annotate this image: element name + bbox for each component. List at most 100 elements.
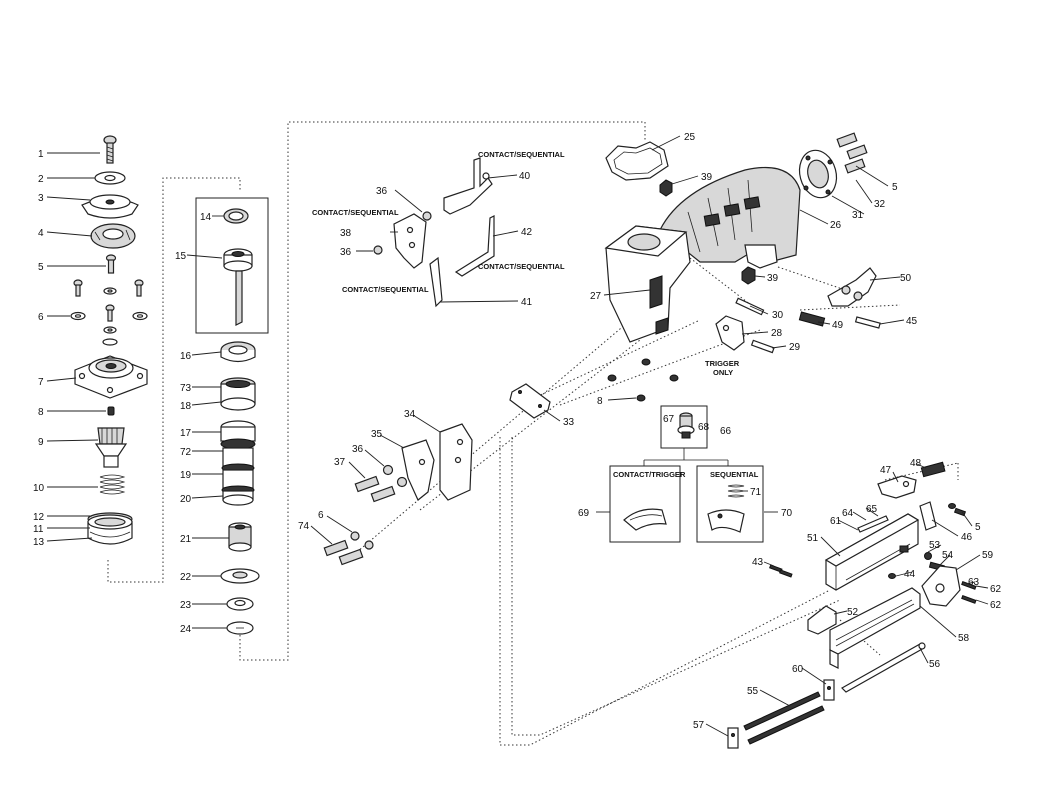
part-label: 73 [180,383,192,394]
part-5-screws-right [948,503,967,517]
part-label: 56 [929,659,941,670]
part-23-washer [226,597,254,611]
part-52-cover [807,605,837,635]
part-label: 6 [38,312,44,323]
part-31-endcap [798,149,838,199]
part-label: 47 [880,465,892,476]
part-number-labels: 1 2 3 4 5 6 7 8 9 10 12 11 13 14 15 16 7… [33,132,1002,731]
part-label: 19 [180,470,192,481]
part-label: 27 [590,291,602,302]
part-label: 61 [830,516,842,527]
part-58-channel [829,587,921,669]
part-label: 2 [38,174,44,185]
part-label: 5 [892,182,898,193]
caption-contact-sequential: CONTACT/SEQUENTIAL [312,208,399,217]
part-55-rods [743,691,825,745]
part-29-pin [750,339,775,354]
part-label: 68 [698,422,710,433]
part-36-mid [373,245,383,255]
part-15-box [195,197,269,334]
part-label: 59 [982,550,994,561]
tree-lines [643,448,729,466]
part-label: 50 [900,273,912,284]
part-3-cap [81,194,139,219]
part-9-valve [94,427,128,468]
part-label: 36 [340,247,352,258]
part-label: 46 [961,532,973,543]
part-39-nut-bottom [741,266,756,285]
part-label: 25 [684,132,696,143]
screws-under-body [607,358,679,402]
leader-lines [46,135,989,737]
part-label: 31 [852,210,864,221]
part-label: 16 [180,351,192,362]
part-label: 32 [874,199,886,210]
part-42-lever [454,215,495,277]
part-47-48-pusher [877,461,946,499]
part-label: 9 [38,437,44,448]
part-49-spring [798,311,826,327]
part-label: 57 [693,720,705,731]
caption-contact-sequential: CONTACT/SEQUENTIAL [342,285,429,294]
part-label: 49 [832,320,844,331]
part-label: 45 [906,316,918,327]
part-10-spring [99,474,126,495]
part-label: 64 [842,508,854,519]
part-70-sequential-trigger [707,509,745,533]
part-30-pin [735,297,765,316]
part-label: 11 [33,524,44,535]
caption-contact-sequential: CONTACT/SEQUENTIAL [478,150,565,159]
part-label: 70 [781,508,793,519]
part-label: 35 [371,429,383,440]
part-label: 22 [180,572,192,583]
part-73-18-sleeve [220,377,256,411]
part-44-screw [888,573,896,579]
part-label: 55 [747,686,759,697]
part-label: 74 [298,521,310,532]
part-label: 5 [975,522,981,533]
part-label: 5 [38,262,44,273]
part-label: 18 [180,401,192,412]
part-14-oring [223,208,249,224]
part-label: 52 [847,607,859,618]
part-label: 15 [175,251,187,262]
part-26-housing [659,166,801,269]
part-43-pins [769,564,793,578]
part-1-screw [103,135,117,164]
parts-trigger-options [609,405,764,543]
part-27-body [604,225,691,343]
part-label: 8 [597,396,603,407]
part-41-trigger-lever [429,256,443,308]
part-label: 28 [771,328,783,339]
parts-housing-group [604,132,881,402]
part-label: 20 [180,494,192,505]
part-label: 39 [701,172,713,183]
part-38-trigger-valve [393,213,427,269]
part-label: 4 [38,228,44,239]
part-74-pins [323,531,374,566]
part-69-contact-trigger [623,508,667,531]
part-label: 66 [720,426,732,437]
part-label: 69 [578,508,590,519]
part-label: 26 [830,220,842,231]
part-46-latch [919,501,937,531]
part-label: 60 [792,664,804,675]
part-17-20-cylinder [220,420,256,506]
part-label: 36 [376,186,388,197]
part-11-13-seals [87,512,133,545]
part-22-washer [220,568,260,584]
part-label: 34 [404,409,416,420]
part-label: 24 [180,624,192,635]
part-label: 8 [38,407,44,418]
parts-magazine-group [727,461,977,749]
part-32-bolts [836,132,868,174]
part-label: 67 [663,414,675,425]
part-5-screw [105,254,117,274]
part-16-bumper [220,341,256,363]
part-69-box [609,465,681,543]
part-60-block [823,679,835,701]
part-33-bracket [509,383,551,419]
part-66-valve [677,412,695,439]
caption-only: ONLY [713,368,733,377]
